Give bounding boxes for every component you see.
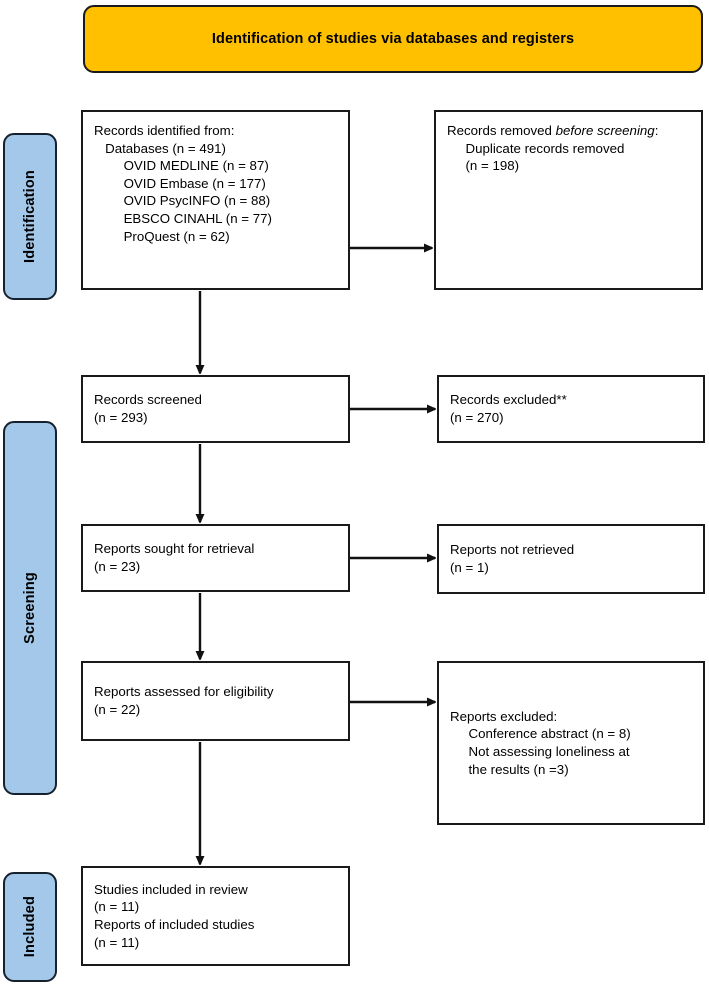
box-reports-sought-for-retrieval: Reports sought for retrieval (n = 23) xyxy=(81,524,350,592)
box-records-identified: Records identified from: Databases (n = … xyxy=(81,110,350,290)
box-records-screened-text: Records screened (n = 293) xyxy=(94,392,202,425)
stage-label-included: Included xyxy=(3,872,57,982)
stage-label-identification: Identification xyxy=(3,133,57,300)
removed-line-prefix: Records removed xyxy=(447,123,556,138)
stage-label-screening: Screening xyxy=(3,421,57,795)
box-reports-assessed-text: Reports assessed for eligibility (n = 22… xyxy=(94,684,274,717)
box-records-screened: Records screened (n = 293) xyxy=(81,375,350,443)
box-reports-not-retrieved-text: Reports not retrieved (n = 1) xyxy=(450,542,575,575)
banner-title: Identification of studies via databases … xyxy=(211,31,575,47)
box-reports-excluded-text: Reports excluded: Conference abstract (n… xyxy=(450,708,631,777)
box-reports-sought-text: Reports sought for retrieval (n = 23) xyxy=(94,541,255,574)
box-records-excluded: Records excluded** (n = 270) xyxy=(437,375,705,443)
removed-line-suffix: : xyxy=(654,123,659,138)
box-reports-assessed-for-eligibility: Reports assessed for eligibility (n = 22… xyxy=(81,661,350,741)
box-reports-excluded-with-reasons: Reports excluded: Conference abstract (n… xyxy=(437,661,705,825)
removed-line-italic: before screening xyxy=(555,123,655,138)
diagram-header-banner: Identification of studies via databases … xyxy=(83,5,703,73)
box-records-excluded-text: Records excluded** (n = 270) xyxy=(450,392,567,425)
box-reports-not-retrieved: Reports not retrieved (n = 1) xyxy=(437,524,705,594)
box-records-identified-text: Records identified from: Databases (n = … xyxy=(94,123,272,244)
box-records-removed-before-screening: Records removed before screening: Duplic… xyxy=(434,110,703,290)
box-studies-included-text: Studies included in review (n = 11) Repo… xyxy=(94,881,255,950)
removed-line-rest: Duplicate records removed (n = 198) xyxy=(465,140,625,174)
box-studies-included: Studies included in review (n = 11) Repo… xyxy=(81,866,350,966)
box-records-removed-text: Records removed before screening: Duplic… xyxy=(447,122,690,175)
